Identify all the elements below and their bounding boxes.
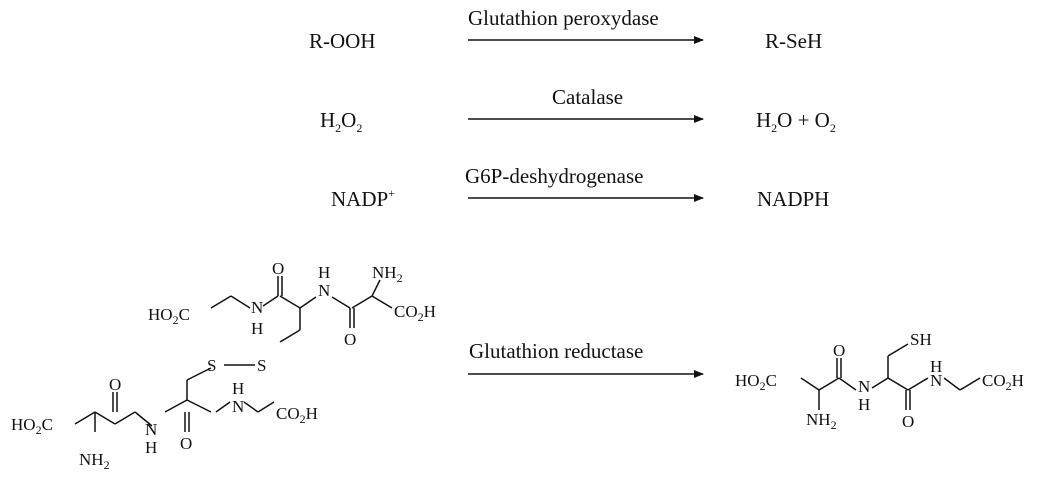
bond bbox=[887, 343, 909, 357]
reaction-catalase: H2O2 Catalase H2O + O2 bbox=[320, 85, 836, 135]
gsh-structure bbox=[800, 343, 981, 410]
atom-label: CO2H bbox=[982, 371, 1024, 393]
reaction-peroxidase: R-OOH Glutathion peroxydase R-SeH bbox=[309, 6, 822, 53]
product-h2o-o2: H2O + O2 bbox=[756, 108, 836, 135]
reaction-glutathion-reductase: Glutathion reductase bbox=[468, 339, 704, 378]
bond bbox=[959, 377, 981, 391]
atom-label: N bbox=[145, 420, 157, 439]
atom-label: O bbox=[109, 375, 121, 394]
bond bbox=[371, 279, 381, 297]
bond bbox=[74, 411, 96, 425]
gssg-atom-labels: HO2C N H O N H O NH2 CO2H S S O HO2C N H… bbox=[11, 259, 436, 472]
bond bbox=[943, 377, 961, 391]
enzyme-catalase: Catalase bbox=[552, 85, 623, 109]
atom-label: O bbox=[180, 434, 192, 453]
atom-label: SH bbox=[910, 330, 932, 349]
reactant-nadp-plus: NADP+ bbox=[331, 186, 395, 211]
atom-label: S bbox=[207, 356, 216, 375]
atom-label: NH2 bbox=[372, 263, 403, 285]
enzyme-glutathion-peroxydase: Glutathion peroxydase bbox=[468, 6, 659, 30]
atom-label: HO2C bbox=[11, 415, 53, 437]
bond bbox=[243, 401, 259, 413]
atom-label: HO2C bbox=[735, 371, 777, 393]
bond bbox=[215, 401, 231, 413]
atom-label: N bbox=[858, 377, 870, 396]
bond bbox=[210, 295, 232, 309]
atom-label: CO2H bbox=[276, 404, 318, 426]
product-r-seh: R-SeH bbox=[765, 29, 822, 53]
gssg-structure bbox=[74, 276, 393, 432]
bond bbox=[257, 401, 275, 413]
reactant-h2o2: H2O2 bbox=[320, 108, 362, 135]
atom-label: CO2H bbox=[394, 302, 436, 324]
bond bbox=[907, 377, 929, 391]
atom-label: N bbox=[232, 397, 244, 416]
bond bbox=[871, 377, 889, 389]
bond bbox=[818, 377, 840, 391]
bond bbox=[299, 296, 317, 309]
bond bbox=[230, 295, 251, 309]
bond bbox=[279, 329, 301, 343]
atom-label: NH2 bbox=[806, 410, 837, 432]
atom-label: H bbox=[318, 263, 330, 282]
atom-label: S bbox=[257, 356, 266, 375]
atom-label: H bbox=[930, 357, 942, 376]
bond bbox=[887, 377, 909, 391]
bond bbox=[164, 399, 188, 413]
atom-label: H bbox=[145, 438, 157, 457]
atom-label: H bbox=[251, 319, 263, 338]
bond bbox=[186, 367, 212, 381]
bond bbox=[186, 399, 212, 413]
reaction-g6p-deshydrogenase: NADP+ G6P-deshydrogenase NADPH bbox=[331, 164, 829, 211]
bond bbox=[134, 411, 153, 427]
atom-label: HO2C bbox=[148, 305, 190, 327]
atom-label: H bbox=[858, 395, 870, 414]
atom-label: NH2 bbox=[79, 450, 110, 472]
enzyme-glutathion-reductase: Glutathion reductase bbox=[469, 339, 643, 363]
bond bbox=[279, 295, 301, 309]
bond bbox=[114, 411, 136, 425]
atom-label: H bbox=[232, 379, 244, 398]
bond bbox=[331, 296, 351, 309]
gsh-atom-labels: HO2C O NH2 N H SH O H N CO2H bbox=[735, 330, 1024, 432]
atom-label: N bbox=[930, 371, 942, 390]
atom-label: N bbox=[251, 298, 263, 317]
atom-label: N bbox=[318, 281, 330, 300]
bond bbox=[351, 295, 373, 309]
product-nadph: NADPH bbox=[757, 187, 829, 211]
bond bbox=[838, 377, 857, 391]
bond bbox=[371, 295, 393, 309]
atom-label: O bbox=[902, 412, 914, 431]
reactant-r-ooh: R-OOH bbox=[309, 29, 376, 53]
bond bbox=[800, 377, 820, 391]
enzyme-g6p-deshydrogenase: G6P-deshydrogenase bbox=[465, 164, 643, 188]
atom-label: O bbox=[272, 259, 284, 278]
bond bbox=[262, 295, 279, 307]
atom-label: O bbox=[833, 341, 845, 360]
atom-label: O bbox=[344, 330, 356, 349]
bond bbox=[94, 411, 116, 425]
